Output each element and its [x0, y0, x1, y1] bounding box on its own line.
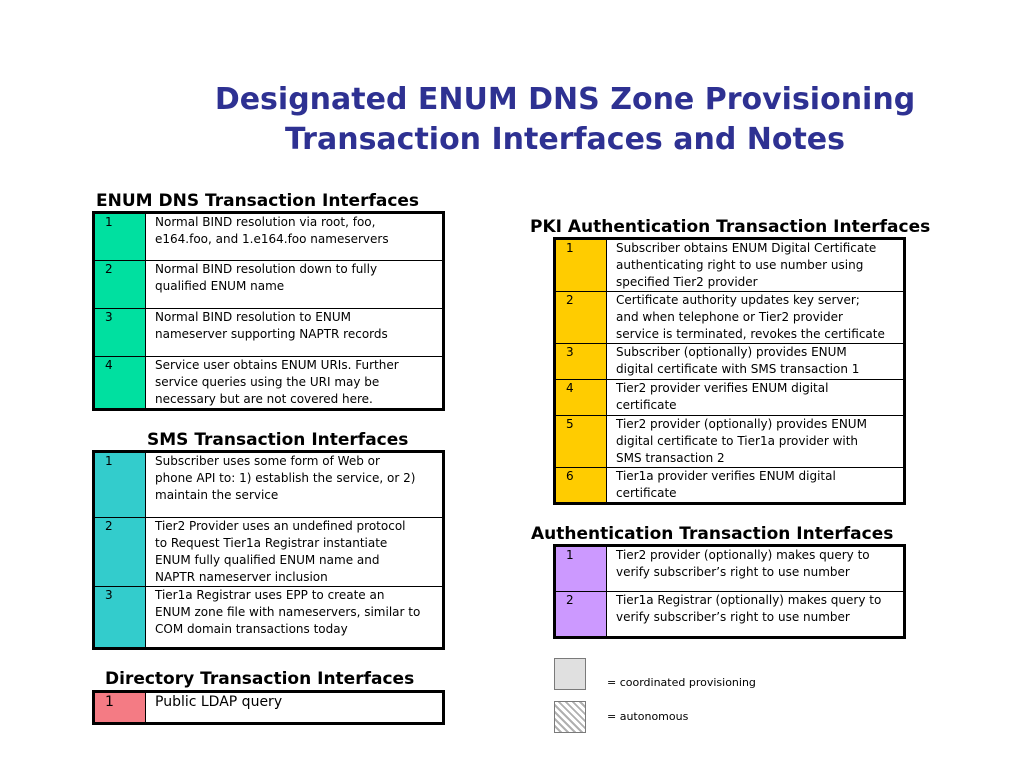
row-text: Public LDAP query — [145, 691, 444, 724]
row-number: 5 — [554, 415, 607, 468]
row-number: 2 — [93, 260, 146, 309]
table-row: 1 Normal BIND resolution via root, foo,e… — [93, 212, 444, 261]
row-text: Tier2 provider (optionally) makes query … — [606, 545, 905, 592]
row-number: 1 — [554, 238, 607, 292]
directory-table: 1 Public LDAP query — [92, 690, 445, 725]
table-row: 3 Tier1a Registrar uses EPP to create an… — [93, 586, 444, 649]
auth-heading: Authentication Transaction Interfaces — [531, 524, 894, 544]
directory-heading: Directory Transaction Interfaces — [105, 669, 415, 689]
table-row: 2 Tier2 Provider uses an undefined proto… — [93, 517, 444, 587]
row-number: 1 — [554, 545, 607, 592]
row-number: 3 — [93, 308, 146, 357]
row-number: 2 — [554, 291, 607, 344]
pki-table: 1 Subscriber obtains ENUM Digital Certif… — [553, 237, 906, 505]
row-number: 6 — [554, 467, 607, 504]
table-row: 1 Tier2 provider (optionally) makes quer… — [554, 545, 905, 592]
table-row: 2 Tier1a Registrar (optionally) makes qu… — [554, 591, 905, 638]
row-number: 4 — [554, 379, 607, 416]
enum-dns-heading: ENUM DNS Transaction Interfaces — [96, 191, 420, 211]
row-number: 1 — [93, 691, 146, 724]
page-title: Designated ENUM DNS Zone Provisioning Tr… — [150, 80, 980, 160]
row-text: Subscriber obtains ENUM Digital Certific… — [606, 238, 905, 292]
row-text: Tier2 Provider uses an undefined protoco… — [145, 517, 444, 587]
row-text: Certificate authority updates key server… — [606, 291, 905, 344]
autonomous-legend-swatch — [554, 701, 586, 733]
autonomous-legend-label: = autonomous — [607, 710, 689, 723]
row-text: Normal BIND resolution via root, foo,e16… — [145, 212, 444, 261]
row-text: Tier2 provider (optionally) provides ENU… — [606, 415, 905, 468]
row-number: 2 — [554, 591, 607, 638]
table-row: 5 Tier2 provider (optionally) provides E… — [554, 415, 905, 468]
auth-table: 1 Tier2 provider (optionally) makes quer… — [553, 544, 906, 639]
enum-dns-table: 1 Normal BIND resolution via root, foo,e… — [92, 211, 445, 411]
coordinated-legend-label: = coordinated provisioning — [607, 676, 756, 689]
row-number: 2 — [93, 517, 146, 587]
coordinated-legend-swatch — [554, 658, 586, 690]
title-line-2: Transaction Interfaces and Notes — [285, 122, 845, 157]
row-number: 1 — [93, 451, 146, 518]
sms-heading: SMS Transaction Interfaces — [147, 430, 409, 450]
row-number: 1 — [93, 212, 146, 261]
table-row: 1 Public LDAP query — [93, 691, 444, 724]
table-row: 1 Subscriber obtains ENUM Digital Certif… — [554, 238, 905, 292]
table-row: 4 Service user obtains ENUM URIs. Furthe… — [93, 356, 444, 410]
table-row: 2 Certificate authority updates key serv… — [554, 291, 905, 344]
title-line-1: Designated ENUM DNS Zone Provisioning — [214, 82, 916, 117]
row-number: 3 — [93, 586, 146, 649]
row-number: 3 — [554, 343, 607, 380]
row-number: 4 — [93, 356, 146, 410]
pki-heading: PKI Authentication Transaction Interface… — [530, 217, 931, 237]
row-text: Tier1a Registrar (optionally) makes quer… — [606, 591, 905, 638]
